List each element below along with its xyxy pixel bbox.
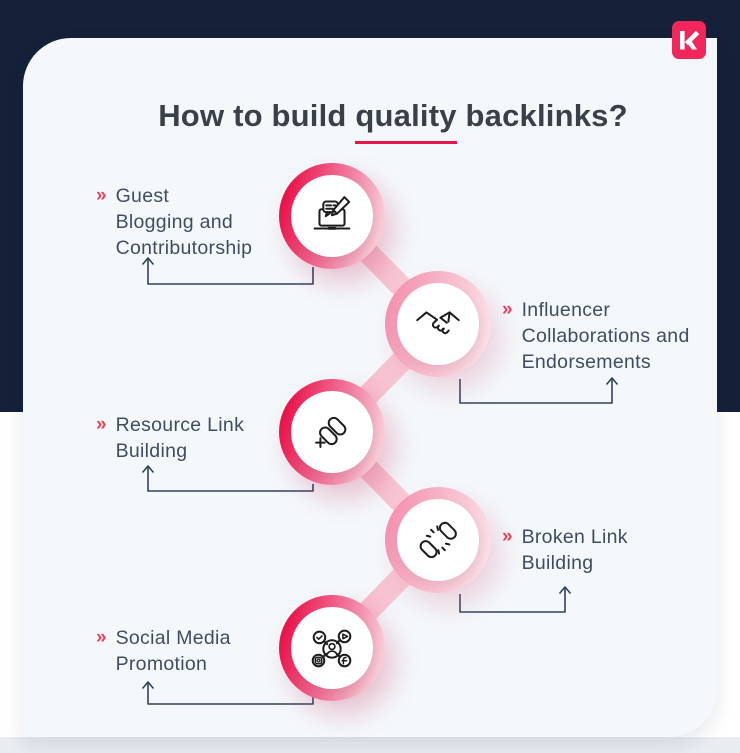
item-label-text: Broken Link Building: [521, 526, 628, 574]
title-text-suffix: backlinks?: [456, 98, 628, 133]
title-highlight: quality: [355, 98, 457, 144]
handshake-icon: [416, 311, 460, 335]
step-node-inner: [291, 175, 373, 257]
step-node-social-media: [279, 595, 385, 701]
guest-blogging-icon: [313, 196, 351, 230]
item-label-text: Social Media Promotion: [115, 627, 231, 675]
step-node-inner: [397, 283, 479, 365]
footer-background: [0, 737, 740, 753]
item-label-influencer: » Influencer Collaborations and Endorsem…: [502, 297, 690, 375]
step-node-resource-link: [279, 379, 385, 485]
page-title: How to build quality backlinks?: [46, 98, 740, 144]
title-text-prefix: How to build: [158, 98, 356, 133]
item-label-resource-link: » Resource Link Building: [96, 412, 244, 464]
km-monogram-icon: [680, 30, 700, 50]
item-label-text: Influencer Collaborations and Endorsemen…: [521, 299, 690, 373]
step-node-inner: [291, 607, 373, 689]
step-node-influencer: [385, 271, 491, 377]
chevron-bullet-icon: »: [96, 414, 107, 435]
item-label-broken-link: » Broken Link Building: [502, 524, 628, 576]
chevron-bullet-icon: »: [96, 627, 107, 648]
broken-link-icon: [419, 521, 457, 559]
chevron-bullet-icon: »: [502, 526, 513, 547]
item-label-guest-blogging: » Guest Blogging and Contributorship: [96, 183, 252, 261]
step-node-inner: [291, 391, 373, 473]
chevron-bullet-icon: »: [502, 299, 513, 320]
chevron-bullet-icon: »: [96, 185, 107, 206]
resource-link-icon: [315, 416, 347, 448]
step-node-broken-link: [385, 487, 491, 593]
item-label-text: Resource Link Building: [115, 414, 245, 462]
social-media-icon: [311, 629, 352, 668]
item-label-social-media: » Social Media Promotion: [96, 625, 231, 677]
item-label-text: Guest Blogging and Contributorship: [115, 185, 253, 259]
brand-logo: [672, 21, 706, 59]
step-node-guest-blogging: [279, 163, 385, 269]
step-node-inner: [397, 499, 479, 581]
